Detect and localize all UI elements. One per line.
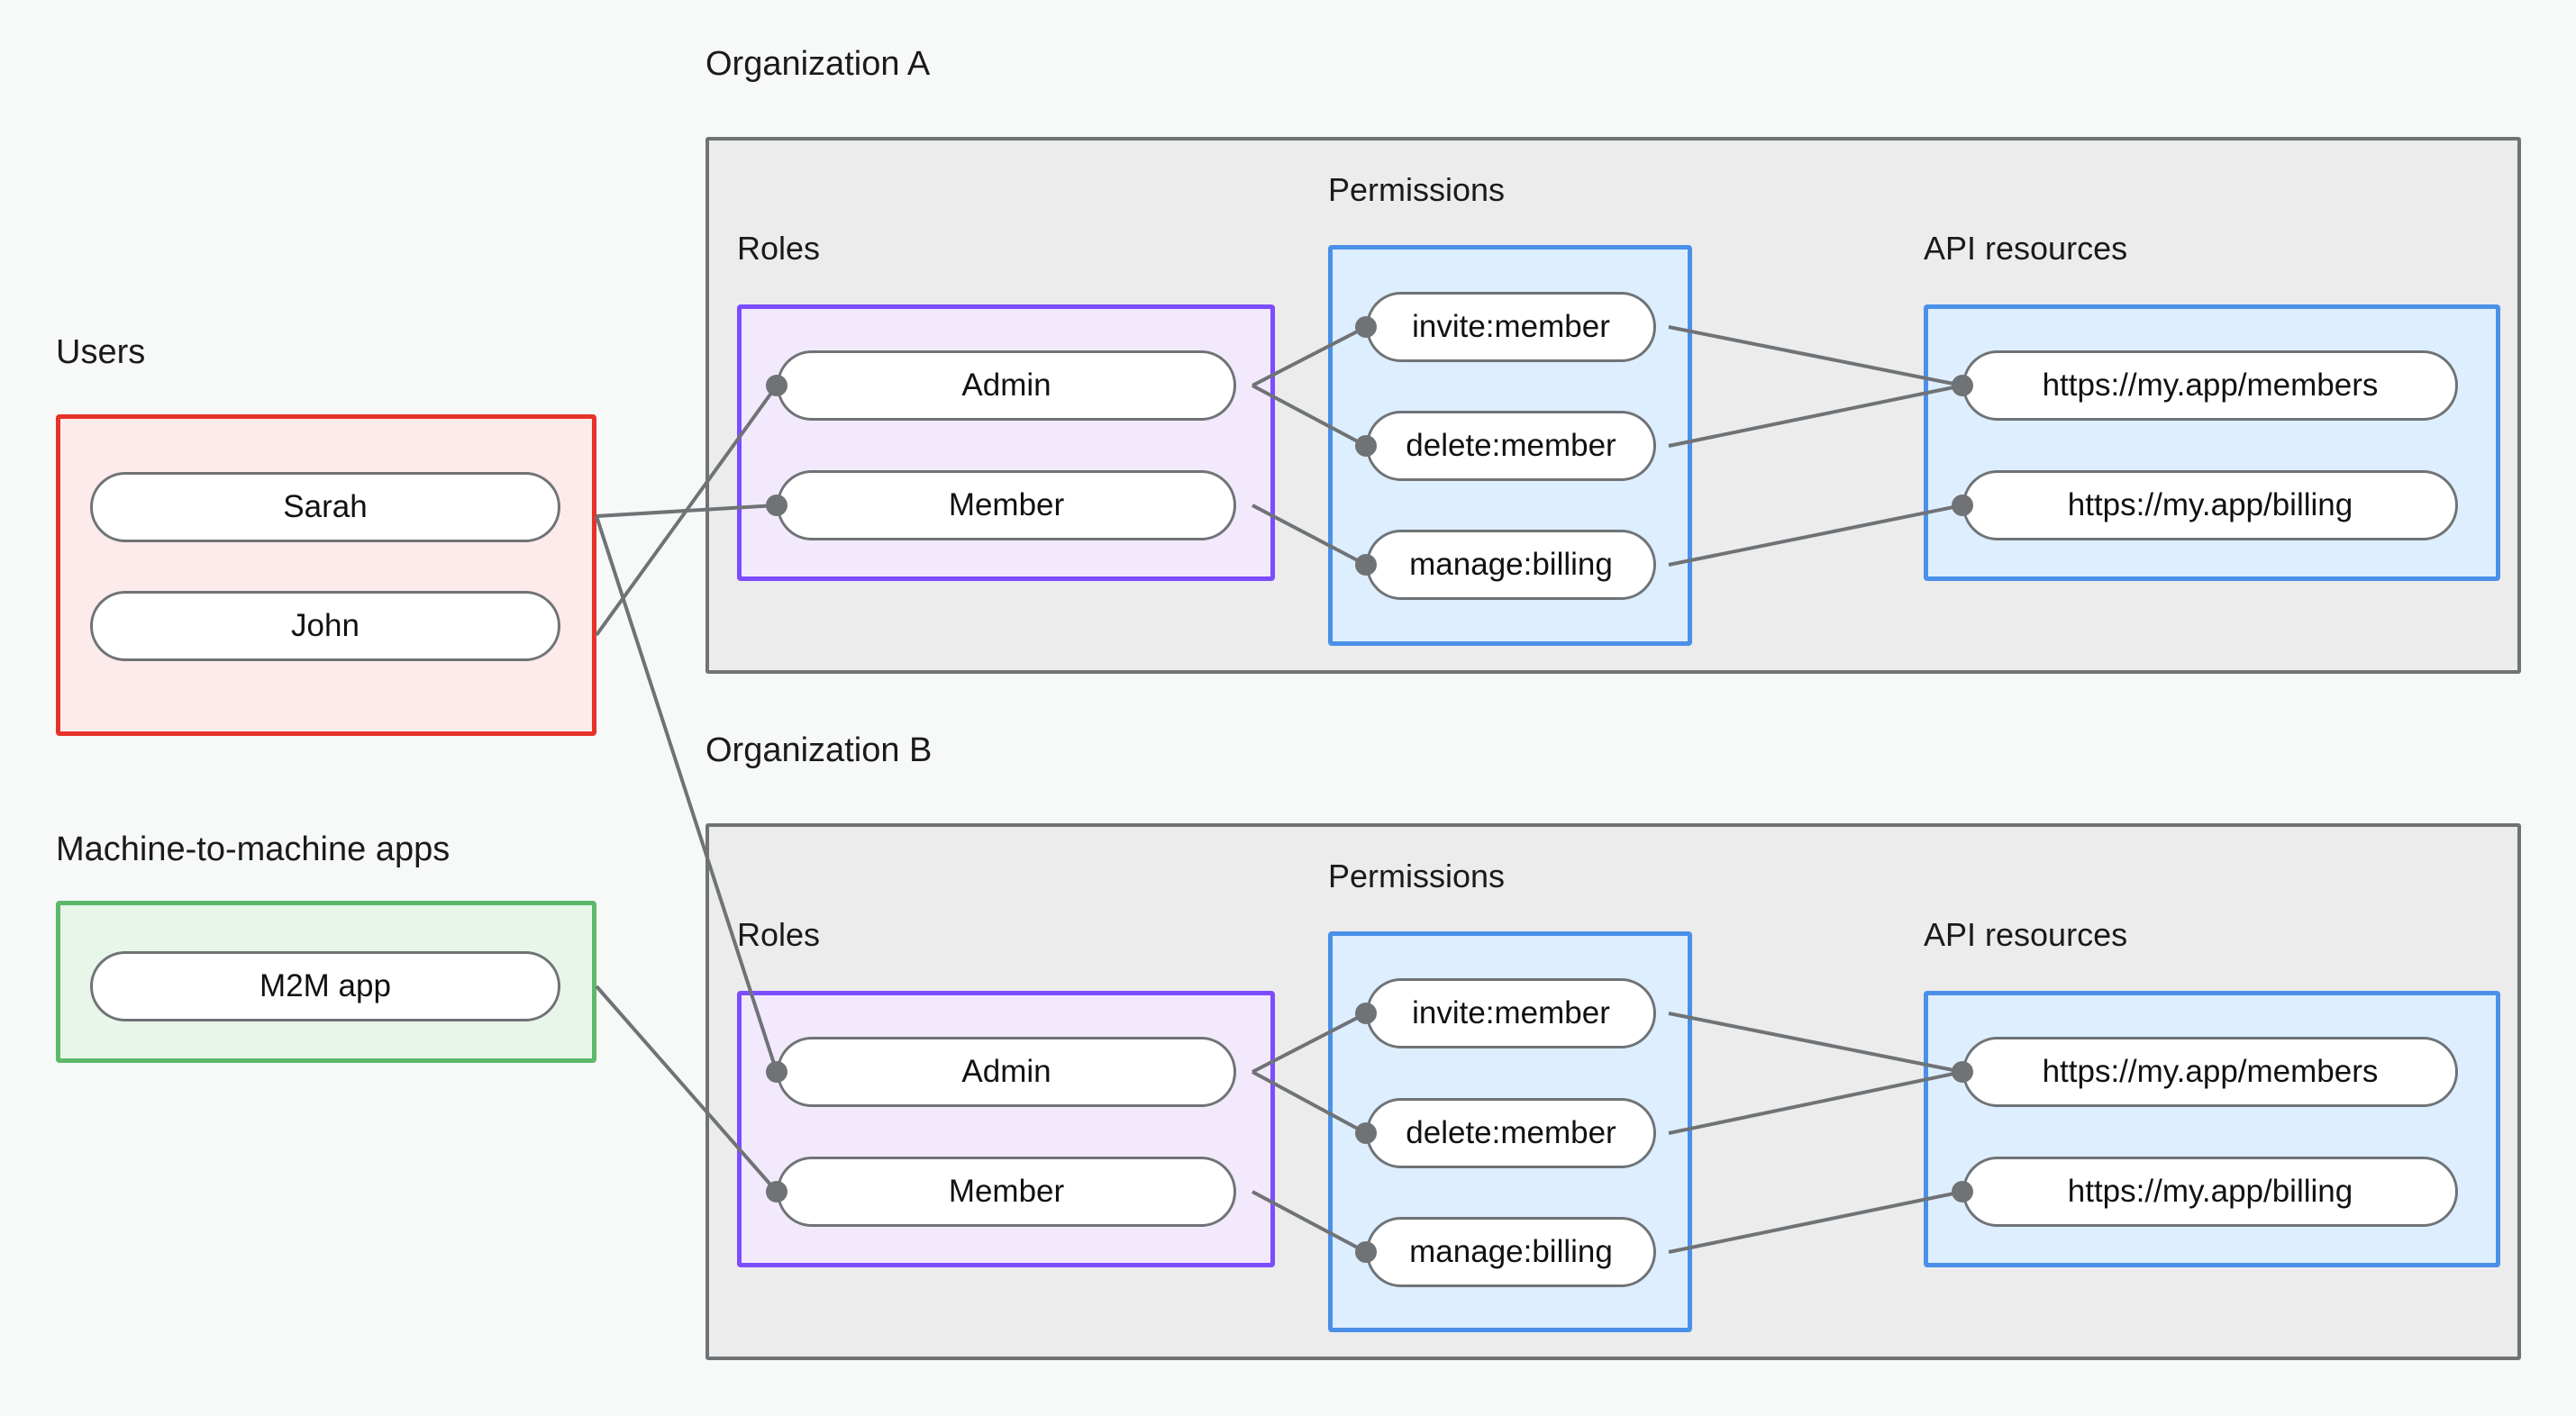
org-b-api-pill-members[interactable]: https://my.app/members [1962, 1037, 2458, 1107]
org-a-api-resources-label: API resources [1924, 230, 2128, 267]
org-b-permissions-label: Permissions [1328, 858, 1506, 894]
org-b-api-resources-label: API resources [1924, 916, 2128, 953]
org-b-permission-pill-manage-billing-label: manage:billing [1409, 1234, 1613, 1269]
org-b-permission-pill-manage-billing[interactable]: manage:billing [1366, 1217, 1656, 1287]
org-b-role-pill-admin[interactable]: Admin [777, 1037, 1236, 1107]
user-pill-john[interactable]: John [90, 591, 560, 661]
org-a-permissions-label: Permissions [1328, 171, 1506, 208]
org-b-permission-pill-invite-member[interactable]: invite:member [1366, 978, 1656, 1048]
m2m-pill-app[interactable]: M2M app [90, 951, 560, 1021]
user-pill-sarah-label: Sarah [283, 489, 368, 524]
users-section-label: Users [56, 333, 146, 371]
org-b-permission-pill-delete-member-label: delete:member [1406, 1115, 1616, 1150]
m2m-section-label: Machine-to-machine apps [56, 831, 451, 868]
org-b-permission-pill-delete-member[interactable]: delete:member [1366, 1098, 1656, 1168]
org-b-api-pill-billing-label: https://my.app/billing [2067, 1174, 2353, 1209]
org-a-roles-label: Roles [737, 230, 821, 267]
user-pill-sarah[interactable]: Sarah [90, 472, 560, 542]
org-a-permission-pill-delete-member[interactable]: delete:member [1366, 411, 1656, 481]
org-a-permission-pill-manage-billing[interactable]: manage:billing [1366, 530, 1656, 600]
org-a-permission-pill-invite-member-label: invite:member [1412, 309, 1610, 344]
org-a-api-pill-billing-label: https://my.app/billing [2067, 487, 2353, 522]
org-b-label: Organization B [705, 731, 933, 769]
org-b-role-pill-member-label: Member [948, 1174, 1065, 1209]
org-b-role-pill-member[interactable]: Member [777, 1157, 1236, 1227]
user-pill-john-label: John [291, 608, 360, 643]
org-a-permission-pill-manage-billing-label: manage:billing [1409, 547, 1613, 582]
m2m-pill-app-label: M2M app [259, 968, 391, 1003]
org-a-role-pill-admin[interactable]: Admin [777, 350, 1236, 421]
org-b-permission-pill-invite-member-label: invite:member [1412, 995, 1610, 1030]
org-a-api-pill-members[interactable]: https://my.app/members [1962, 350, 2458, 421]
org-a-label: Organization A [705, 45, 931, 83]
org-a-role-pill-member-label: Member [948, 487, 1065, 522]
org-a-permission-pill-delete-member-label: delete:member [1406, 428, 1616, 463]
org-a-permission-pill-invite-member[interactable]: invite:member [1366, 292, 1656, 362]
org-a-api-pill-billing[interactable]: https://my.app/billing [1962, 470, 2458, 540]
org-b-role-pill-admin-label: Admin [961, 1054, 1051, 1089]
org-a-role-pill-member[interactable]: Member [777, 470, 1236, 540]
org-b-roles-label: Roles [737, 916, 821, 953]
org-b-api-pill-billing[interactable]: https://my.app/billing [1962, 1157, 2458, 1227]
org-a-api-pill-members-label: https://my.app/members [2042, 368, 2379, 403]
org-b-api-pill-members-label: https://my.app/members [2042, 1054, 2379, 1089]
users-container [56, 414, 596, 736]
org-a-role-pill-admin-label: Admin [961, 368, 1051, 403]
